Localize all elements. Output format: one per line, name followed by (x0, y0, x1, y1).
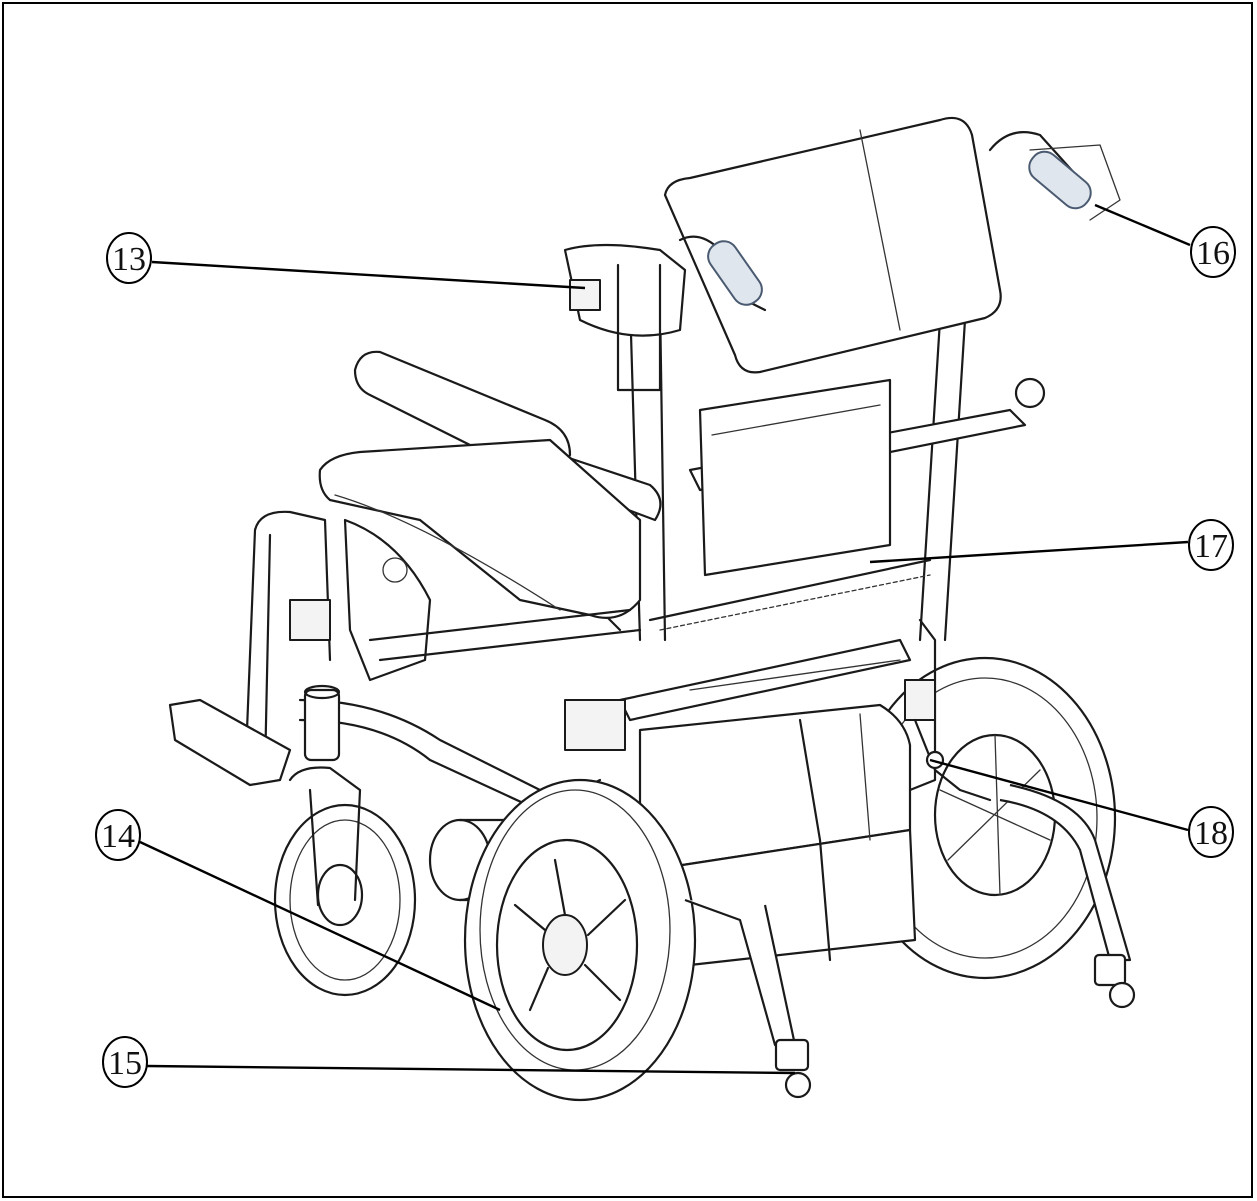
anti-tip-leg-left (684, 898, 812, 1099)
wheelchair-illustration (168, 116, 1136, 1102)
callout-bubble (1190, 226, 1236, 278)
callout-bubble (1188, 519, 1234, 571)
callout-bubble (1188, 806, 1234, 858)
callout-13: 13 (106, 232, 586, 290)
callout-15: 15 (102, 1036, 796, 1088)
push-handles (678, 131, 1121, 312)
callout-bubble (106, 232, 152, 284)
callout-14: 14 (95, 809, 501, 1012)
callout-16: 16 (1094, 203, 1236, 278)
leader-line (139, 840, 501, 1012)
leader-line (1094, 203, 1191, 247)
rear-mechanism (904, 679, 992, 802)
anti-tip-leg-right (999, 783, 1136, 1009)
battery-box (638, 703, 917, 967)
front-caster-wheel (273, 684, 417, 997)
leader-line (146, 1064, 796, 1075)
side-frame-left (168, 510, 642, 787)
callout-bubble (95, 809, 141, 861)
callout-17: 17 (869, 519, 1234, 571)
callout-bubble (102, 1036, 148, 1088)
cup-holder (563, 243, 687, 392)
callout-label: 13 (112, 241, 146, 278)
rear-wheel-left (463, 778, 697, 1102)
callout-label: 15 (108, 1045, 142, 1082)
leader-line (151, 260, 586, 290)
callout-label: 16 (1196, 235, 1230, 272)
callout-label: 14 (101, 818, 135, 855)
callout-label: 18 (1194, 815, 1228, 852)
callout-18: 18 (929, 758, 1234, 858)
leader-line (929, 758, 1189, 832)
back-cushion (663, 116, 1002, 577)
leader-line (869, 540, 1189, 564)
seat-cushion (318, 438, 932, 631)
callout-label: 17 (1194, 528, 1228, 565)
